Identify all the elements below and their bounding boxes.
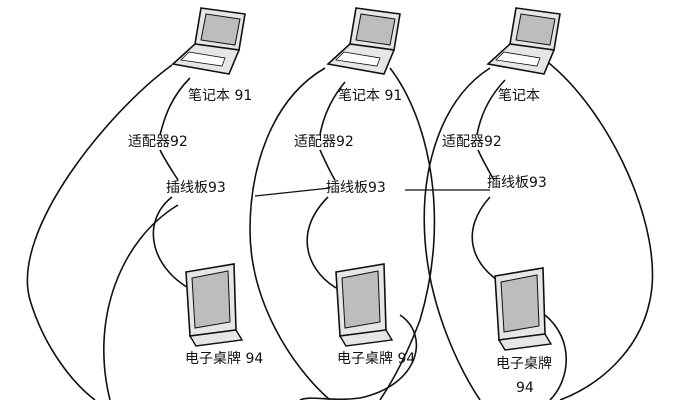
wire-g3-left-big <box>423 67 491 401</box>
wire-g1-strip-display <box>152 196 197 293</box>
display-label: 电子桌牌 <box>496 355 552 372</box>
wire-g2-display-loop <box>299 314 418 401</box>
adapter-label: 适配器92 <box>442 134 502 150</box>
wire-g2-left-big <box>249 67 331 401</box>
laptop-label: 笔记本 <box>498 88 540 104</box>
laptop-icon <box>486 7 561 75</box>
wire-g2-strip-display <box>306 196 341 291</box>
adapter-label: 适配器92 <box>294 134 354 150</box>
laptop-label: 笔记本 91 <box>338 88 402 104</box>
display-label: 电子桌牌 94 <box>185 350 263 367</box>
wire-g1-outer <box>26 64 173 401</box>
wire-g1-adapter-strip <box>159 149 179 181</box>
display-label: 电子桌牌 94 <box>337 350 415 367</box>
monitor-icon <box>494 267 553 351</box>
adapter-label: 适配器92 <box>128 134 188 150</box>
wire-g3-laptop-adapter <box>476 79 506 136</box>
wire-g3-right-big <box>544 59 654 401</box>
wire-g3-display-loop <box>544 314 567 401</box>
wire-g2-laptop-adapter <box>319 81 346 136</box>
monitor-icon <box>185 263 244 347</box>
wire-g1-loop <box>103 204 179 401</box>
laptop-icon <box>326 7 401 75</box>
power-strip-label: 插线板93 <box>487 175 547 191</box>
laptop-icon <box>171 7 246 75</box>
power-strip-label: 插线板93 <box>166 180 226 196</box>
strip-link-1-2 <box>254 187 331 197</box>
monitor-icon <box>335 263 394 347</box>
wire-g1-laptop-adapter <box>159 77 191 136</box>
laptop-label: 笔记本 91 <box>188 88 252 104</box>
wire-g3-strip-display <box>471 196 506 286</box>
wire-g2-adapter-strip <box>319 149 336 181</box>
power-strip-label: 插线板93 <box>326 180 386 196</box>
display-label-number: 94 <box>516 380 534 396</box>
wire-g3-adapter-strip <box>477 149 495 181</box>
